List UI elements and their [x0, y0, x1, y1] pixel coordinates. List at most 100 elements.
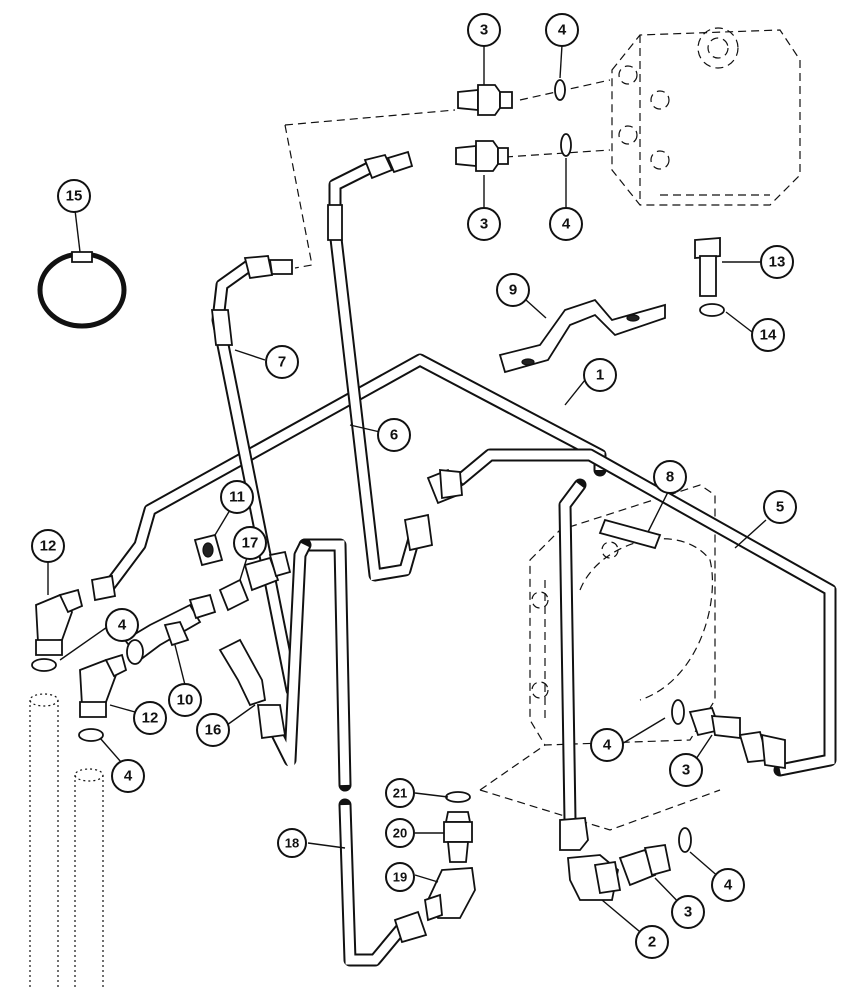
callout-18[interactable]: 18 — [277, 828, 307, 858]
svg-text:18: 18 — [285, 836, 299, 851]
svg-text:10: 10 — [177, 692, 194, 709]
phantom-port-line-upper — [284, 109, 456, 126]
svg-text:16: 16 — [205, 722, 222, 739]
svg-text:4: 4 — [558, 22, 567, 39]
fitting-17 — [218, 550, 292, 612]
svg-text:3: 3 — [480, 216, 488, 233]
tube-7-nut — [243, 255, 293, 280]
phantom-tube-7-line — [284, 124, 313, 269]
callout-16[interactable]: 16 — [196, 713, 230, 747]
hose-ends-left — [29, 693, 104, 990]
adapter-3-upper — [457, 84, 513, 116]
adapter-3-lower — [455, 140, 509, 172]
callout-10[interactable]: 10 — [168, 683, 202, 717]
elbow-16 — [218, 638, 267, 707]
callout-4-left-lower[interactable]: 4 — [111, 759, 145, 793]
adapter-20 — [443, 811, 473, 863]
svg-text:3: 3 — [480, 22, 488, 39]
callout-4-second[interactable]: 4 — [549, 207, 583, 241]
svg-text:4: 4 — [603, 737, 612, 754]
svg-text:1: 1 — [596, 367, 604, 384]
svg-text:3: 3 — [682, 762, 690, 779]
callout-4-top[interactable]: 4 — [545, 13, 579, 47]
callout-11[interactable]: 11 — [220, 480, 254, 514]
callout-1[interactable]: 1 — [583, 358, 617, 392]
callout-20[interactable]: 20 — [385, 818, 415, 848]
tube-6-nut — [363, 150, 414, 180]
nut-11 — [193, 533, 224, 567]
tube-1-fitting — [90, 574, 117, 602]
callout-19[interactable]: 19 — [385, 862, 415, 892]
svg-text:4: 4 — [562, 216, 571, 233]
tube-6 — [327, 158, 422, 582]
pin-8 — [598, 518, 662, 550]
tube-5 — [453, 448, 837, 777]
svg-text:9: 9 — [509, 282, 517, 299]
phantom-port-line-lower — [504, 149, 611, 158]
svg-text:13: 13 — [769, 254, 786, 271]
svg-text:4: 4 — [124, 768, 133, 785]
callout-4-bottom[interactable]: 4 — [711, 868, 745, 902]
callout-12-upper[interactable]: 12 — [31, 529, 65, 563]
callout-21[interactable]: 21 — [385, 778, 415, 808]
bracket-9 — [498, 298, 666, 374]
tube-2 — [558, 478, 587, 827]
clamp-15 — [37, 251, 127, 329]
svg-text:19: 19 — [393, 870, 407, 885]
callout-6[interactable]: 6 — [377, 418, 411, 452]
callout-3-top[interactable]: 3 — [467, 13, 501, 47]
steering-motor-outline — [611, 27, 801, 206]
adapter-3-pump — [688, 706, 741, 740]
tube-18-end-nut — [393, 910, 428, 944]
svg-text:4: 4 — [724, 877, 733, 894]
svg-text:11: 11 — [229, 489, 245, 506]
svg-text:12: 12 — [40, 538, 57, 555]
adapter-3-bottom — [618, 843, 672, 887]
callout-8[interactable]: 8 — [653, 460, 687, 494]
bolt-13 — [694, 237, 721, 297]
tee-10 — [123, 593, 217, 665]
elbow-12-lower — [79, 653, 128, 718]
svg-text:5: 5 — [776, 499, 784, 516]
callout-3-second[interactable]: 3 — [467, 207, 501, 241]
callout-3-pump[interactable]: 3 — [669, 753, 703, 787]
callout-4-pump[interactable]: 4 — [590, 728, 624, 762]
svg-text:14: 14 — [760, 327, 777, 344]
callout-3-bottom[interactable]: 3 — [671, 895, 705, 929]
svg-text:17: 17 — [242, 535, 259, 552]
elbow-2 — [559, 817, 622, 901]
o-ring-4-bottom — [678, 827, 692, 853]
svg-text:3: 3 — [684, 904, 692, 921]
callout-7[interactable]: 7 — [265, 345, 299, 379]
o-ring-4-pump — [671, 699, 685, 725]
callout-14[interactable]: 14 — [751, 318, 785, 352]
svg-text:15: 15 — [66, 188, 83, 205]
callout-12-lower[interactable]: 12 — [133, 701, 167, 735]
callout-5[interactable]: 5 — [763, 490, 797, 524]
washer-14 — [699, 303, 725, 317]
svg-text:21: 21 — [393, 786, 407, 801]
o-ring-21 — [445, 791, 471, 803]
tube-5-fitting — [426, 468, 463, 505]
callout-13[interactable]: 13 — [760, 245, 794, 279]
o-ring-4-left-lower — [78, 728, 104, 742]
callout-9[interactable]: 9 — [496, 273, 530, 307]
pump-outline — [479, 484, 721, 831]
o-ring-4-top — [554, 79, 566, 101]
callout-4-left-upper[interactable]: 4 — [105, 608, 139, 642]
svg-text:8: 8 — [666, 469, 674, 486]
tube-18 — [263, 538, 407, 967]
callout-17[interactable]: 17 — [233, 526, 267, 560]
svg-text:2: 2 — [648, 934, 656, 951]
svg-text:4: 4 — [118, 617, 127, 634]
elbow-19 — [423, 867, 476, 922]
tube-7 — [210, 258, 299, 697]
tube-18-fitting — [256, 704, 287, 740]
callout-15[interactable]: 15 — [57, 179, 91, 213]
svg-text:7: 7 — [278, 354, 286, 371]
o-ring-4-second — [560, 133, 572, 157]
svg-text:12: 12 — [142, 710, 159, 727]
callout-2[interactable]: 2 — [635, 925, 669, 959]
svg-text:6: 6 — [390, 427, 398, 444]
